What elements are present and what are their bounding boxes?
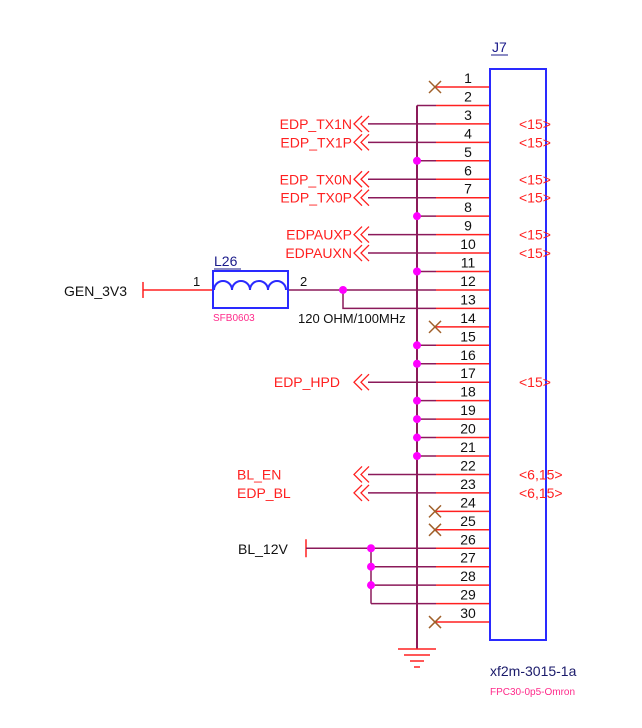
offpage-connector-icon xyxy=(353,373,370,391)
inductor-body xyxy=(212,270,289,309)
junction-dot xyxy=(413,396,421,405)
junction-dot xyxy=(367,562,375,571)
signal-page-ref: <15> xyxy=(519,171,551,187)
pin-22-number: 22 xyxy=(460,457,476,473)
pin13-wire xyxy=(342,289,436,310)
net-bl-12v[interactable]: BL_12V xyxy=(238,541,288,557)
junction-dot xyxy=(413,415,421,424)
pin-24-number: 24 xyxy=(460,494,476,510)
junction-dot xyxy=(367,544,375,553)
connector-footprint: FPC30-0p5-Omron xyxy=(490,687,575,698)
inductor-value: 120 OHM/100MHz xyxy=(298,311,406,326)
pin-3-number: 3 xyxy=(464,107,472,123)
no-connect-icon xyxy=(428,504,442,518)
pin-19-number: 19 xyxy=(460,402,476,418)
signal-label-edp_tx1p[interactable]: EDP_TX1P xyxy=(280,134,352,150)
pin-14-number: 14 xyxy=(460,310,476,326)
offpage-connector-icon xyxy=(353,484,370,502)
signal-page-ref: <15> xyxy=(519,227,551,243)
signal-label-edp_tx0p[interactable]: EDP_TX0P xyxy=(280,190,352,206)
signal-label-edp_hpd[interactable]: EDP_HPD xyxy=(274,374,340,390)
pin-8-number: 8 xyxy=(464,199,472,215)
junction-dot xyxy=(413,267,421,276)
offpage-connector-icon xyxy=(353,189,370,207)
signal-label-edp_bl[interactable]: EDP_BL xyxy=(237,485,291,501)
pin-20-number: 20 xyxy=(460,421,476,437)
pin-9-number: 9 xyxy=(464,218,472,234)
pin-27-number: 27 xyxy=(460,550,476,566)
net-gen-3v3[interactable]: GEN_3V3 xyxy=(64,283,127,299)
pin-1-number: 1 xyxy=(464,70,472,86)
pin-16-number: 16 xyxy=(460,347,476,363)
pin-7-number: 7 xyxy=(464,181,472,197)
connector-pins: 1234567891011121314151617181920212223242… xyxy=(428,70,490,629)
signal-labels: EDP_TX1N <15> EDP_TX1P <15> EDP_TX0N <15> EDP_… xyxy=(237,115,563,502)
pin-23-number: 23 xyxy=(460,476,476,492)
inductor-pin1: 1 xyxy=(193,274,200,289)
no-connect-icon xyxy=(428,615,442,629)
offpage-connector-icon xyxy=(353,115,370,133)
offpage-connector-icon xyxy=(353,465,370,483)
offpage-connector-icon xyxy=(353,170,370,188)
connector-ref[interactable]: J7 xyxy=(492,39,507,55)
junction-dot xyxy=(367,581,375,590)
offpage-connector-icon xyxy=(353,244,370,262)
pin-11-number: 11 xyxy=(461,255,476,271)
signal-page-ref: <15> xyxy=(519,245,551,261)
pin-18-number: 18 xyxy=(460,384,476,400)
pin-26-number: 26 xyxy=(460,531,476,547)
connector-body xyxy=(489,68,547,641)
inductor-coil-icon xyxy=(213,280,287,291)
pin-29-number: 29 xyxy=(460,587,476,603)
pin-12-number: 12 xyxy=(460,273,476,289)
pin-28-number: 28 xyxy=(460,568,476,584)
offpage-connector-icon xyxy=(353,226,370,244)
pin-2-number: 2 xyxy=(464,88,472,104)
signal-page-ref: <15> xyxy=(519,134,551,150)
signal-page-ref: <6,15> xyxy=(519,466,563,482)
signal-label-edpauxp[interactable]: EDPAUXP xyxy=(286,227,352,243)
junction-dot xyxy=(413,156,421,165)
inductor-l26[interactable]: L26 SFB0603 120 OHM/100MHz 1 2 xyxy=(193,253,406,326)
junction-dot xyxy=(413,433,421,442)
pin-5-number: 5 xyxy=(464,144,472,160)
pin-21-number: 21 xyxy=(460,439,476,455)
signal-page-ref: <15> xyxy=(519,190,551,206)
pin-15-number: 15 xyxy=(460,328,476,344)
pin-4-number: 4 xyxy=(464,125,472,141)
signal-label-bl_en[interactable]: BL_EN xyxy=(237,466,281,482)
inductor-ref: L26 xyxy=(214,253,238,269)
pin-17-number: 17 xyxy=(460,365,476,381)
pin-25-number: 25 xyxy=(460,513,476,529)
junction-dot xyxy=(413,452,421,460)
pin-10-number: 10 xyxy=(460,236,476,252)
inductor-footprint: SFB0603 xyxy=(213,313,255,324)
signal-page-ref: <6,15> xyxy=(519,485,563,501)
no-connect-icon xyxy=(428,80,442,94)
signal-label-edp_tx1n[interactable]: EDP_TX1N xyxy=(280,116,352,132)
signal-page-ref: <15> xyxy=(519,374,551,390)
no-connect-icon xyxy=(428,523,442,537)
signal-label-edp_tx0n[interactable]: EDP_TX0N xyxy=(280,171,352,187)
connector-part: xf2m-3015-1a xyxy=(490,663,577,679)
junction-dot xyxy=(339,285,347,294)
junction-dot xyxy=(413,359,421,368)
junction-dot xyxy=(413,212,421,221)
junction-dot xyxy=(413,341,421,350)
inductor-pin2: 2 xyxy=(300,274,307,289)
offpage-connector-icon xyxy=(353,133,370,151)
pin-13-number: 13 xyxy=(460,291,476,307)
pin-6-number: 6 xyxy=(464,162,472,178)
no-connect-icon xyxy=(428,320,442,334)
signal-page-ref: <15> xyxy=(519,116,551,132)
signal-label-edpauxn[interactable]: EDPAUXN xyxy=(285,245,352,261)
ground-icon xyxy=(398,648,436,668)
pin-30-number: 30 xyxy=(460,605,476,621)
wires xyxy=(142,104,436,649)
